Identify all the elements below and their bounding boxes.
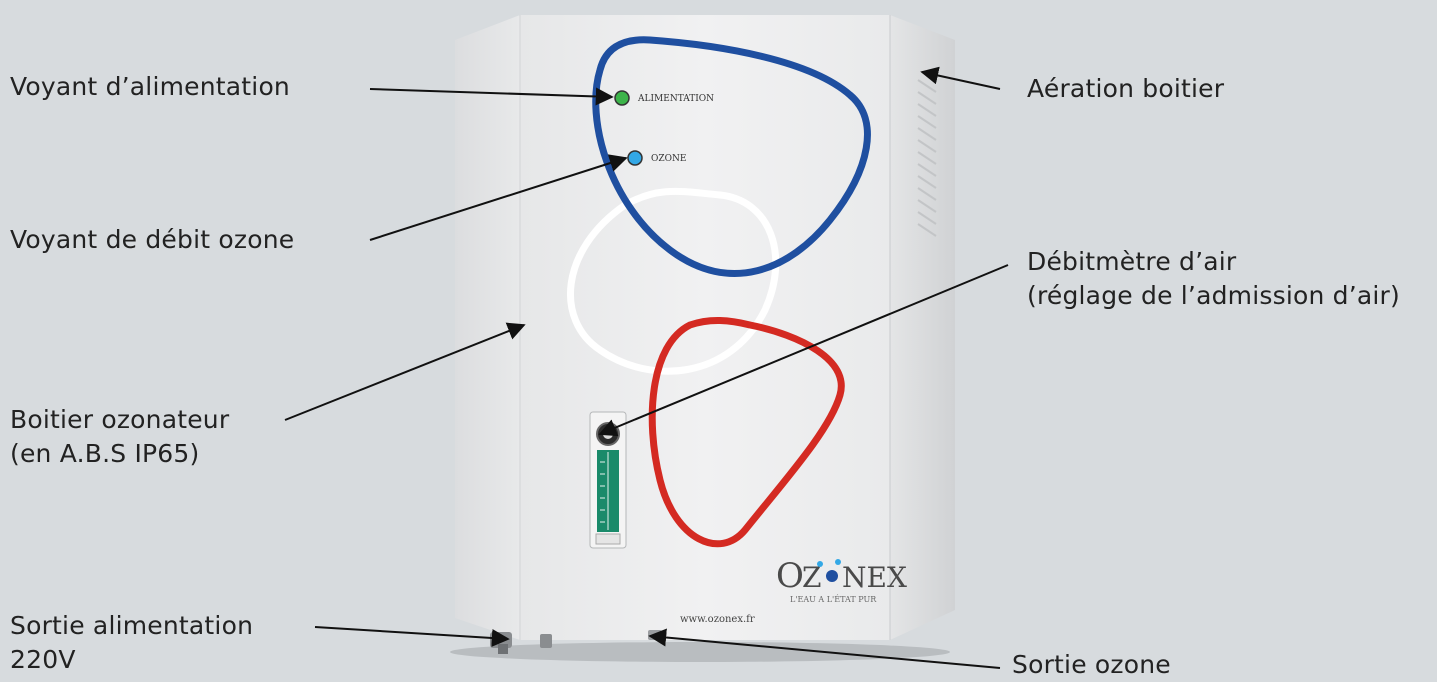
brand-logo-nex: NEX (842, 561, 907, 594)
callout-power-indicator: Voyant d’alimentation (10, 70, 290, 104)
brand-logo-lead-letter: O (776, 556, 804, 596)
callout-ozone-flow-indicator: Voyant de débit ozone (10, 223, 294, 257)
logo-molecule-icon (826, 570, 838, 582)
callout-power-output-line2: 220V (10, 643, 253, 677)
callout-power-output-line1: Sortie alimentation (10, 609, 253, 643)
ozone-indicator: OZONE (628, 151, 686, 165)
callout-power-indicator-text: Voyant d’alimentation (10, 70, 290, 104)
device-shadow (450, 642, 950, 662)
callout-ozone-output-text: Sortie ozone (1012, 648, 1171, 682)
brand-tagline: L'EAU A L'ÉTAT PUR (790, 595, 877, 604)
callout-air-flowmeter-line1: Débitmètre d’air (1027, 245, 1400, 279)
callout-case-ventilation-text: Aération boitier (1027, 72, 1224, 106)
callout-case-ventilation: Aération boitier (1027, 72, 1224, 106)
callout-ozone-output: Sortie ozone (1012, 648, 1171, 682)
website-url: www.ozonex.fr (680, 614, 755, 625)
callout-housing: Boitier ozonateur (en A.B.S IP65) (10, 403, 229, 471)
power-indicator-label: ALIMENTATION (637, 94, 714, 104)
callout-ozone-flow-indicator-text: Voyant de débit ozone (10, 223, 294, 257)
ozonator-case (455, 15, 955, 640)
callout-air-flowmeter-line2: (réglage de l’admission d’air) (1027, 279, 1400, 313)
callout-housing-line2: (en A.B.S IP65) (10, 437, 229, 471)
arrow-power-output (315, 627, 508, 639)
air-flowmeter (590, 412, 626, 548)
callout-housing-line1: Boitier ozonateur (10, 403, 229, 437)
callout-air-flowmeter: Débitmètre d’air (réglage de l’admission… (1027, 245, 1400, 313)
callout-power-output: Sortie alimentation 220V (10, 609, 253, 677)
ozone-indicator-label: OZONE (651, 154, 686, 164)
